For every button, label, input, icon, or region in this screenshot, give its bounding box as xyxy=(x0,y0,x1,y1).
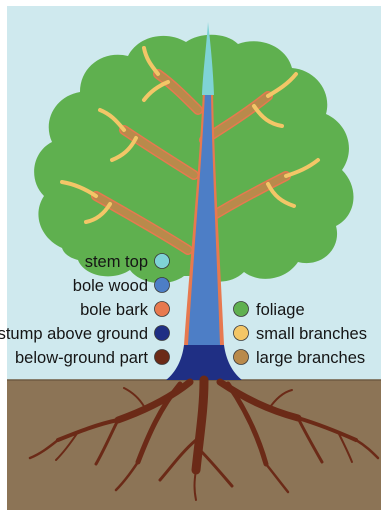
legend-swatch-stem-top xyxy=(155,254,170,269)
legend-item-below-ground-part: below-ground part xyxy=(15,349,170,367)
legend-item-stump-above-ground: stump above ground xyxy=(0,325,170,343)
legend-swatch-large-branches xyxy=(234,350,249,365)
legend-swatch-stump-above-ground xyxy=(155,326,170,341)
legend-label-bole-wood: bole wood xyxy=(73,277,148,295)
legend-label-stump-above-ground: stump above ground xyxy=(0,325,148,343)
legend-swatch-foliage xyxy=(234,302,249,317)
legend-label-small-branches: small branches xyxy=(256,325,367,343)
legend-label-bole-bark: bole bark xyxy=(80,301,149,319)
legend-swatch-below-ground-part xyxy=(155,350,170,365)
legend-swatch-bole-bark xyxy=(155,302,170,317)
legend-label-below-ground-part: below-ground part xyxy=(15,349,148,367)
legend-label-stem-top: stem top xyxy=(85,253,148,271)
legend-swatch-bole-wood xyxy=(155,278,170,293)
legend-swatch-small-branches xyxy=(234,326,249,341)
legend-label-large-branches: large branches xyxy=(256,349,365,367)
legend-label-foliage: foliage xyxy=(256,301,305,319)
